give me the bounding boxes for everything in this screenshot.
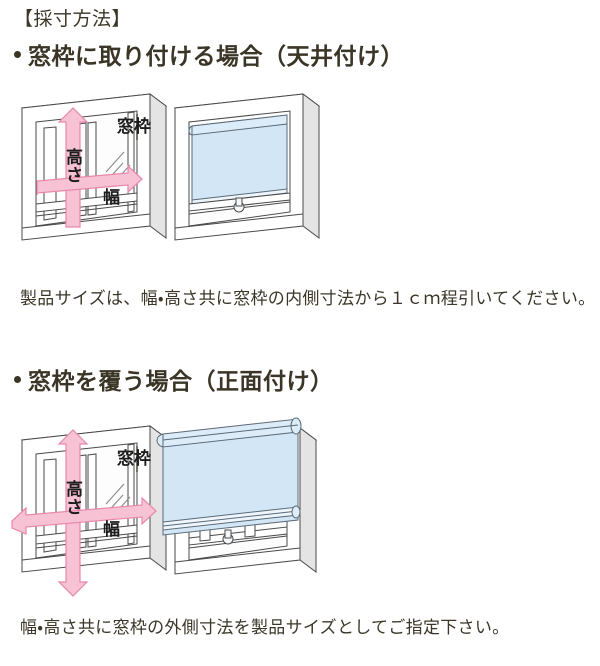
page-title: 【採寸方法】 xyxy=(14,8,132,30)
label-window-frame: 窓枠 xyxy=(117,448,151,469)
diagram-window-frame-inside-measure: 高 さ 幅 窓枠 xyxy=(20,93,168,241)
diagram-window-frame-outside-measure: 高 さ 幅 窓枠 xyxy=(11,425,168,597)
label-width: 幅 xyxy=(103,519,120,540)
section-heading-face-mount: 窓枠を覆う場合（正面付け） xyxy=(14,362,334,396)
caption-face-mount: 幅・高さ共に窓枠の外側寸法を製品サイズとしてご指定下さい。 xyxy=(20,618,510,638)
label-window-frame: 窓枠 xyxy=(117,116,151,137)
section-heading-label: 窓枠に取り付ける場合（天井付け） xyxy=(28,44,404,70)
bullet-icon-2 xyxy=(14,375,21,383)
caption-ceiling-mount: 製品サイズは、幅・高さ共に窓枠の内側寸法から１ｃｍ程引いてください。 xyxy=(20,289,596,309)
diagram-roller-blind-over-frame xyxy=(156,417,318,575)
label-height: 高 xyxy=(66,479,83,500)
label-height-2: さ xyxy=(66,166,83,186)
figure-row-ceiling-mount: 高 さ 幅 窓枠 xyxy=(0,80,600,270)
section-heading-ceiling-mount: 窓枠に取り付ける場合（天井付け） xyxy=(14,37,404,71)
label-width: 幅 xyxy=(103,187,120,208)
bullet-icon xyxy=(14,50,21,58)
figure-row-face-mount: 高 さ 幅 窓枠 xyxy=(0,412,600,602)
label-height-2: さ xyxy=(66,498,83,518)
label-height: 高 xyxy=(66,147,83,168)
section-heading-label-2: 窓枠を覆う場合（正面付け） xyxy=(28,369,334,395)
diagram-roller-blind-inside-frame xyxy=(173,93,321,241)
